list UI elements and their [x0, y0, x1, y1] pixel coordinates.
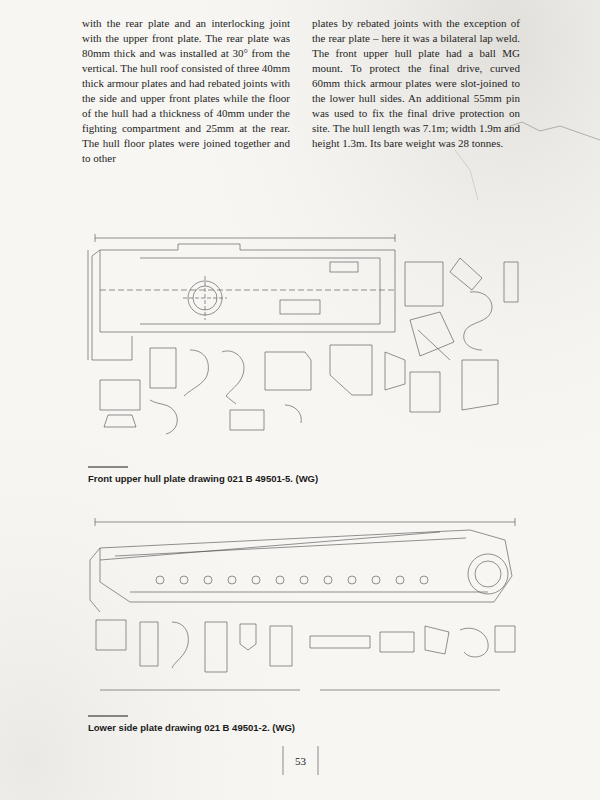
- front-plate-drawing: [88, 234, 518, 434]
- lower-side-plate-drawing-part: [205, 622, 227, 672]
- front-plate-drawing-part: [265, 352, 311, 390]
- lower-side-plate-drawing-part: [95, 522, 515, 523]
- lower-side-plate-drawing-part: [276, 576, 284, 584]
- front-plate-drawing-part: [184, 350, 208, 396]
- front-plate-drawing-part: [222, 351, 244, 404]
- lower-side-plate-drawing-part: [380, 632, 414, 652]
- front-plate-drawing-part: [385, 352, 405, 390]
- lower-side-plate-drawing-part: [96, 620, 126, 650]
- caption-rules: [88, 467, 128, 716]
- front-plate-drawing-part: [95, 238, 395, 239]
- page-number: 53: [285, 754, 316, 768]
- front-plate-drawing-part: [405, 262, 443, 306]
- front-plate-drawing-part: [100, 380, 140, 410]
- lower-side-plate-drawing-part: [372, 576, 380, 584]
- front-plate-drawing-part: [285, 405, 301, 423]
- lower-side-plate-drawing-part: [396, 576, 404, 584]
- lower-side-plate-drawing-part: [90, 548, 100, 612]
- front-plate-drawing-part: [410, 372, 440, 412]
- front-plate-drawing-part: [88, 250, 89, 360]
- front-plate-drawing-part: [100, 244, 395, 332]
- lower-side-plate-drawing-part: [252, 576, 260, 584]
- lower-side-plate-drawing-part: [172, 622, 188, 668]
- lower-side-plate-drawing-part: [240, 624, 256, 650]
- front-plate-drawing-part: [410, 312, 454, 356]
- front-plate-drawing-part: [504, 262, 518, 302]
- front-plate-drawing-part: [205, 276, 206, 320]
- front-plate-drawing-part: [140, 258, 380, 324]
- lower-side-plate-drawing-part: [228, 576, 236, 584]
- lower-side-plate-drawing-part: [115, 538, 466, 556]
- lower-side-plate-drawing: [90, 518, 515, 690]
- lower-side-plate-drawing-part: [310, 636, 370, 648]
- lower-side-plate-drawing-part: [100, 532, 440, 560]
- lower-side-plate-drawing-part: [100, 690, 300, 691]
- lower-side-plate-drawing-part: [515, 518, 516, 526]
- caption-rules-part: [88, 716, 128, 717]
- lower-side-plate-drawing-part: [100, 530, 512, 602]
- lower-side-plate-drawing-part: [180, 576, 188, 584]
- lower-side-plate-drawing-part: [425, 626, 449, 654]
- front-plate-drawing-part: [95, 234, 96, 242]
- lower-side-plate-drawing-part: [320, 690, 500, 691]
- lower-side-plate-drawing-part: [475, 561, 501, 587]
- front-plate-drawing-part: [150, 400, 177, 434]
- front-plate-drawing-part: [462, 360, 498, 410]
- figure-caption: Front upper hull plate drawing 021 B 495…: [88, 473, 518, 485]
- lower-side-plate-drawing-part: [324, 576, 332, 584]
- front-plate-drawing-part: [464, 292, 492, 350]
- front-plate-drawing-part: [395, 234, 396, 242]
- paper-texture-part: [455, 150, 478, 200]
- lower-side-plate-drawing-part: [156, 576, 164, 584]
- lower-side-plate-drawing-part: [140, 622, 158, 666]
- lower-side-plate-drawing-part: [204, 576, 212, 584]
- lower-side-plate-drawing-part: [420, 576, 428, 584]
- front-plate-drawing-part: [330, 345, 372, 395]
- lower-side-plate-drawing-part: [130, 592, 488, 593]
- body-text: plates by rebated joints with the except…: [312, 16, 520, 151]
- figure-caption: Lower side plate drawing 021 B 49501-2. …: [88, 722, 518, 734]
- front-plate-drawing-part: [280, 300, 320, 314]
- lower-side-plate-drawing-part: [270, 626, 292, 666]
- page-number-frame: [283, 746, 318, 775]
- lower-side-plate-drawing-part: [300, 576, 308, 584]
- body-text: with the rear plate and an interlocking …: [82, 16, 290, 166]
- lower-side-plate-drawing-part: [95, 518, 96, 526]
- lower-side-plate-drawing-part: [460, 628, 488, 657]
- front-plate-drawing-part: [418, 330, 450, 360]
- front-plate-drawing-part: [330, 262, 358, 272]
- lower-side-plate-drawing-part: [495, 626, 515, 652]
- lower-side-plate-drawing-part: [468, 554, 508, 594]
- front-plate-drawing-part: [92, 250, 132, 360]
- page-number-frame-part: [318, 746, 319, 775]
- lower-side-plate-drawing-part: [348, 576, 356, 584]
- page-number-frame-part: [283, 746, 284, 775]
- front-plate-drawing-part: [150, 348, 176, 388]
- caption-rules-part: [88, 467, 128, 468]
- front-plate-drawing-part: [230, 410, 264, 430]
- front-plate-drawing-part: [104, 415, 136, 427]
- front-plate-drawing-part: [100, 290, 395, 291]
- front-plate-drawing-part: [450, 258, 482, 290]
